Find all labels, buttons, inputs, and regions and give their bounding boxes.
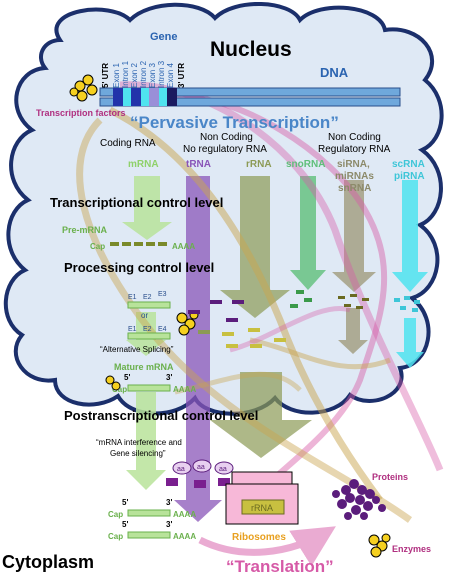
proteins-label: Proteins <box>372 472 408 482</box>
splice-or: or <box>141 311 148 320</box>
rrna-box-label: rRNA <box>251 503 273 513</box>
exon-e1-b: E1 <box>128 326 137 333</box>
cyto-3prime-2: 3' <box>166 520 172 529</box>
pre-mrna-polya: AAAA <box>172 242 195 251</box>
transcriptional-control-label: Transcriptional control level <box>50 195 223 210</box>
processing-control-label: Processing control level <box>64 260 214 275</box>
aa-1: aa <box>177 466 185 473</box>
sirna-arrow <box>332 180 376 292</box>
cyto-cap-1: Cap <box>108 510 123 519</box>
pervasive-curves <box>76 81 444 567</box>
mrna-label: mRNA <box>128 159 159 170</box>
gene-part-intron2: Intron 2 <box>139 60 148 88</box>
mature-cap: Cap <box>112 385 127 394</box>
cyto-polya-2: AAAA <box>173 532 196 541</box>
noncoding-nonreg-label-1: Non Coding <box>200 132 253 143</box>
pre-mrna-label: Pre-mRNA <box>62 225 108 235</box>
noncoding-reg-label-2: Regulatory RNA <box>318 144 391 155</box>
cyto-mrna-1 <box>127 509 171 517</box>
rna-flow-arrows <box>122 176 428 522</box>
gene-part-exon4: Exon 4 <box>166 63 175 88</box>
mrna-arrow <box>122 176 172 240</box>
silencing-line-2: Gene silencing” <box>110 449 166 458</box>
snorna-label: snoRNA <box>286 159 325 170</box>
dna-label: DNA <box>320 65 349 80</box>
mrna-arrow-3 <box>126 392 166 490</box>
exon-e2-a: E2 <box>143 294 152 301</box>
alternative-splicing-label: “Alternative Splicing” <box>100 345 174 354</box>
rna-fragments <box>188 290 420 348</box>
transcription-factors-label: Transcription factors <box>36 108 126 118</box>
postranscriptional-control-label: Postranscriptional control level <box>64 408 258 423</box>
gene-part-5utr: 5' UTR <box>101 63 110 88</box>
rrna-arrow-lower <box>210 372 312 458</box>
exon-e1-a: E1 <box>128 294 137 301</box>
pre-mrna-segments <box>110 242 167 246</box>
sirna-arrow-lower <box>338 308 368 354</box>
enzyme-cluster <box>368 533 391 558</box>
rrna-label: rRNA <box>246 159 272 170</box>
spliced-variant-2 <box>127 332 171 340</box>
trna-arrow <box>174 176 222 522</box>
transcription-factor-cluster <box>69 74 98 102</box>
spliced-variant-1 <box>127 301 171 309</box>
gene-part-exon2: Exon 2 <box>130 63 139 88</box>
pirna-label: piRNA <box>394 171 425 182</box>
pre-mrna-cap: Cap <box>90 242 105 251</box>
snrna-label: snRNA <box>338 183 371 194</box>
gene-part-exon3: Exon 3 <box>148 63 157 88</box>
scrna-arrow-lower <box>396 318 424 368</box>
noncoding-reg-label-1: Non Coding <box>328 132 381 143</box>
ribosomes-label: Ribosomes <box>232 532 286 543</box>
mature-3prime: 3' <box>166 373 172 382</box>
cyto-5prime-1: 5' <box>122 498 128 507</box>
scrna-arrow <box>392 180 428 292</box>
cyto-mrna-2 <box>127 531 171 539</box>
gene-parts: 5' UTR Exon 1 Intron 1 Exon 2 Intron 2 E… <box>101 60 186 88</box>
exon-e2-b: E2 <box>143 326 152 333</box>
translation-label: “Translation” <box>226 557 334 576</box>
aa-3: aa <box>219 466 227 473</box>
exon-e3-a: E3 <box>158 291 167 298</box>
nucleus-title: Nucleus <box>210 38 292 61</box>
scrna-label: scRNA <box>392 159 425 170</box>
pervasive-transcription-label: “Pervasive Transcription” <box>130 113 339 132</box>
cyto-cap-2: Cap <box>108 532 123 541</box>
gene-part-3utr: 3' UTR <box>177 63 186 88</box>
ribosome <box>225 471 299 525</box>
aa-2: aa <box>197 464 205 471</box>
dna-strand <box>99 87 401 107</box>
exon-e4-b: E4 <box>158 326 167 333</box>
gene-part-intron3: Intron 3 <box>157 60 166 88</box>
gene-part-exon1: Exon 1 <box>112 63 121 88</box>
mature-spliceosome <box>105 375 121 391</box>
mature-polya: AAAA <box>173 385 196 394</box>
gene-part-intron1: Intron 1 <box>121 60 130 88</box>
gene-label: Gene <box>150 31 178 43</box>
cyto-3prime-1: 3' <box>166 498 172 507</box>
silencing-line-1: “mRNA interference and <box>96 438 182 447</box>
cyto-5prime-2: 5' <box>122 520 128 529</box>
trna-label: tRNA <box>186 159 211 170</box>
sirna-label: siRNA, <box>337 159 370 170</box>
protein-cluster <box>332 479 386 520</box>
rrna-arrow <box>220 176 290 318</box>
noncoding-nonreg-label-2: No regulatory RNA <box>183 144 267 155</box>
coding-rna-label: Coding RNA <box>100 138 156 149</box>
mature-mrna-bar <box>127 384 171 392</box>
mature-5prime: 5' <box>124 373 130 382</box>
cyto-polya-1: AAAA <box>173 510 196 519</box>
mature-mrna-label: Mature mRNA <box>114 362 174 372</box>
snorna-arrow <box>290 176 326 290</box>
enzymes-label: Enzymes <box>392 544 431 554</box>
aa-bubbles: aa aa aa <box>166 459 234 488</box>
mirna-label: miRNAs <box>335 171 374 182</box>
cytoplasm-title: Cytoplasm <box>2 552 94 572</box>
